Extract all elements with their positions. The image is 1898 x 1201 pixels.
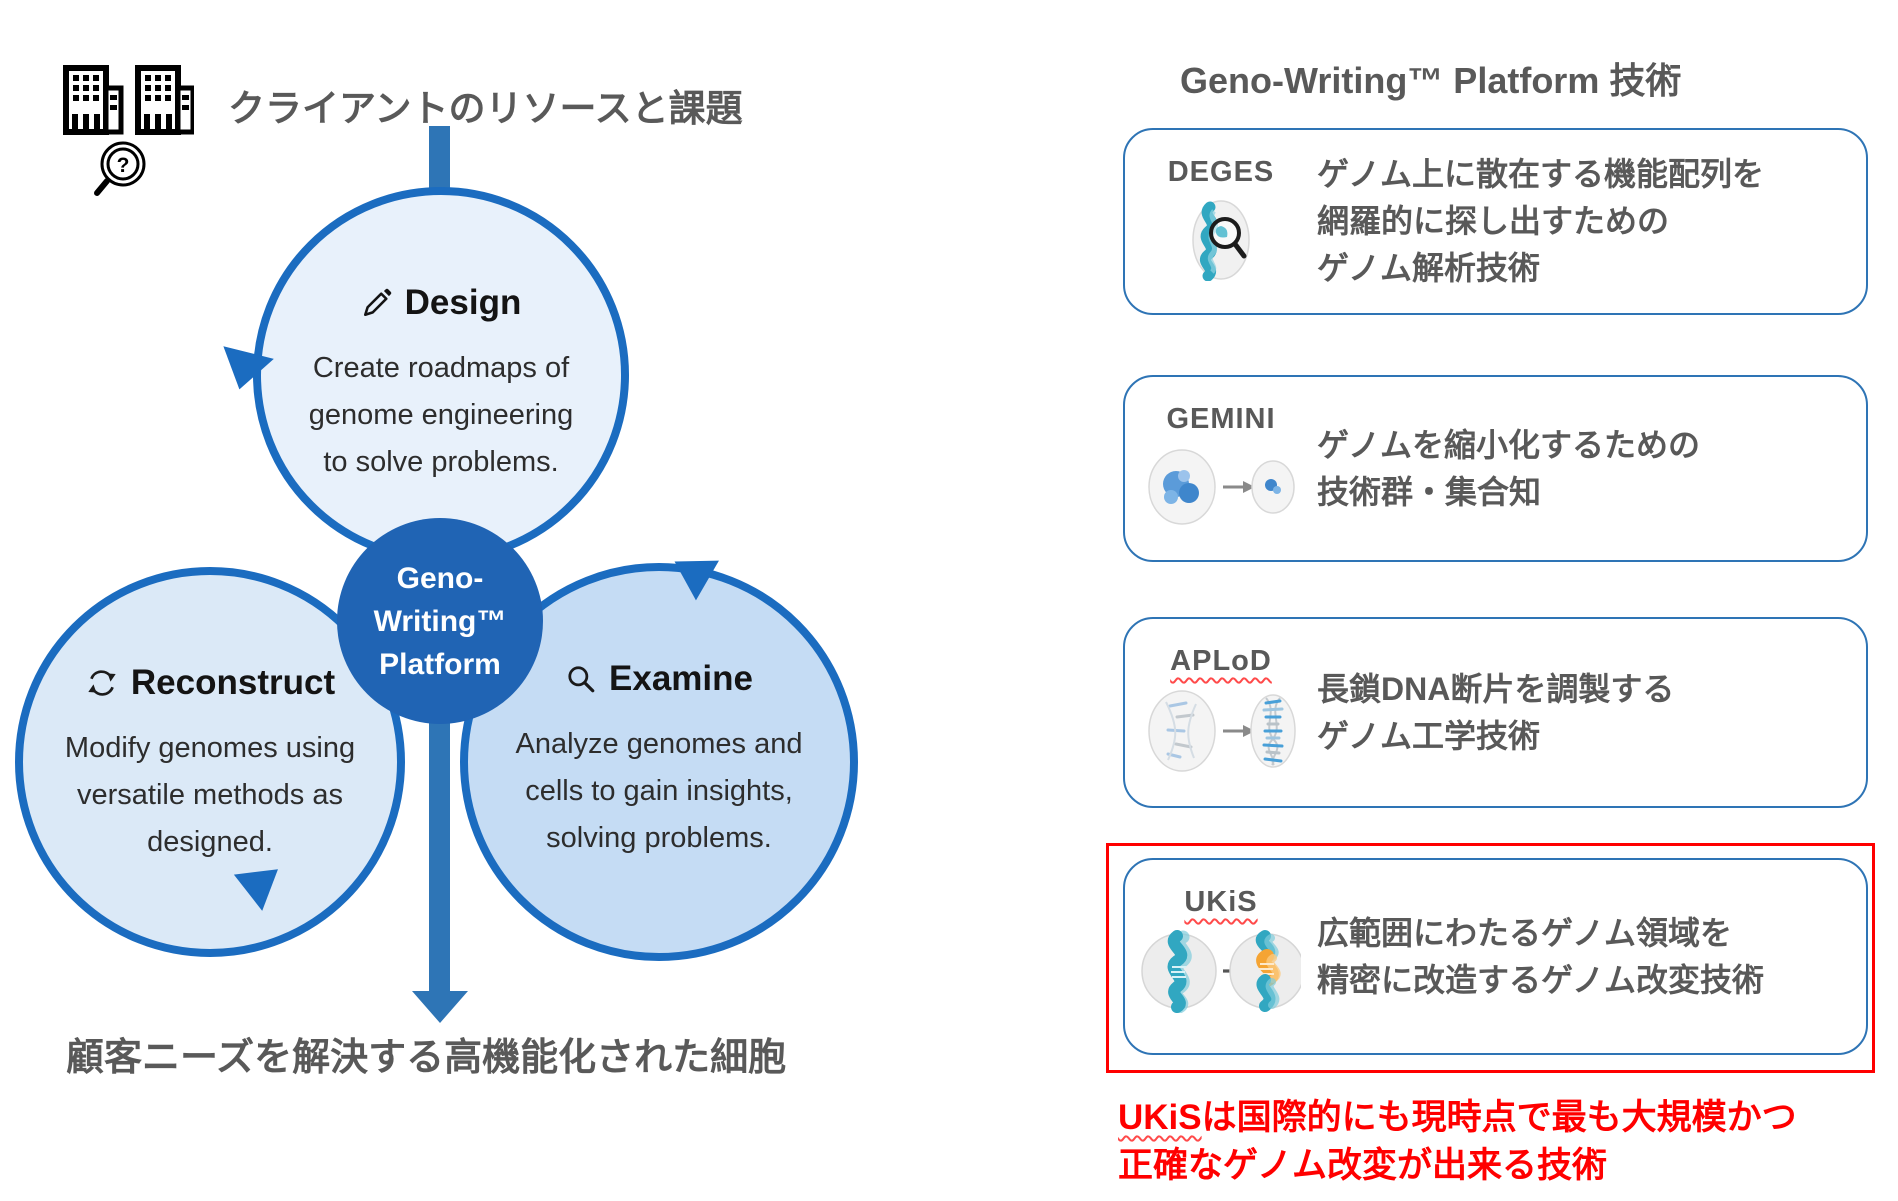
dna-assembly-icon	[1148, 690, 1296, 772]
card-deges-left: DEGES	[1125, 130, 1317, 313]
ukis-note-line1: UKiSは国際的にも現時点で最も大規模かつ	[1118, 1094, 1797, 1142]
examine-label: Examine	[609, 659, 753, 698]
reconstruct-body: Modify genomes using versatile methods a…	[64, 732, 356, 858]
functionalized-cells-caption: 顧客ニーズを解決する高機能化された細胞	[66, 1037, 787, 1079]
deges-label: DEGES	[1167, 156, 1275, 188]
card-aplod-left: APLoD	[1125, 619, 1317, 806]
flow-arrowhead-bottom	[412, 991, 468, 1023]
examine-circle: Examine Analyze genomes and cells to gai…	[460, 563, 858, 961]
platform-tech-heading: Geno-Writing™ Platform 技術	[1180, 60, 1682, 101]
magnifier-icon	[568, 666, 595, 693]
gemini-label: GEMINI	[1166, 403, 1276, 435]
card-gemini-left: GEMINI	[1125, 377, 1317, 560]
examine-heading: Examine	[565, 659, 753, 699]
deges-description: ゲノム上に散在する機能配列を 網羅的に探し出すための ゲノム解析技術	[1317, 156, 1765, 286]
design-body: Create roadmaps of genome engineering to…	[308, 352, 574, 478]
pencil-icon	[363, 288, 391, 317]
ukis-note-line2: 正確なゲノム改変が出来る技術	[1118, 1146, 1607, 1185]
aplod-description: 長鎖DNA断片を調製する ゲノム工学技術	[1317, 670, 1675, 754]
examine-body: Analyze genomes and cells to gain insigh…	[515, 728, 803, 854]
gemini-description: ゲノムを縮小化するための 技術群・集合知	[1317, 426, 1701, 510]
ukis-highlight-box	[1106, 843, 1875, 1073]
search-question-icon: ?	[94, 141, 146, 196]
recycle-icon	[88, 670, 116, 696]
svg-text:?: ?	[117, 154, 130, 177]
ukis-note-prefix: UKiS	[1118, 1098, 1202, 1137]
card-deges: DEGES ゲノム上に散在する機能配列を 網羅的に探し出すための ゲノム解析技術	[1123, 128, 1868, 315]
ukis-note: UKiSは国際的にも現時点で最も大規模かつ 正確なゲノム改変が出来る技術	[1118, 1094, 1797, 1190]
card-aplod: APLoD	[1123, 617, 1868, 808]
dna-search-icon	[1192, 200, 1250, 281]
card-gemini: GEMINI ゲノムを縮小化するための 技術群・集合知	[1123, 375, 1868, 562]
card-ukis-left: UKiS	[1125, 860, 1317, 1053]
buildings-icon	[63, 65, 194, 135]
aplod-label: APLoD	[1170, 645, 1272, 677]
design-heading: Design	[361, 283, 522, 323]
dna-replace-icon	[1141, 930, 1301, 1013]
card-ukis: UKiS 広範囲にわた	[1123, 858, 1868, 1055]
flow-arrow-top	[429, 126, 450, 204]
ukis-note-line1-rest: は国際的にも現時点で最も大規模かつ	[1201, 1098, 1797, 1137]
ukis-label: UKiS	[1184, 886, 1258, 918]
reconstruct-heading: Reconstruct	[85, 663, 335, 703]
cell-shrink-icon	[1148, 449, 1295, 525]
client-resources-title: クライアントのリソースと課題	[228, 88, 743, 129]
flow-arrow-bottom	[429, 700, 450, 993]
ukis-description: 広範囲にわたるゲノム領域を 精密に改造するゲノム改変技術	[1317, 914, 1765, 998]
geno-writing-platform-circle: Geno-Writing™ Platform	[337, 518, 543, 724]
design-label: Design	[404, 283, 522, 322]
reconstruct-label: Reconstruct	[130, 663, 336, 702]
design-circle: Design Create roadmaps of genome enginee…	[253, 187, 629, 563]
